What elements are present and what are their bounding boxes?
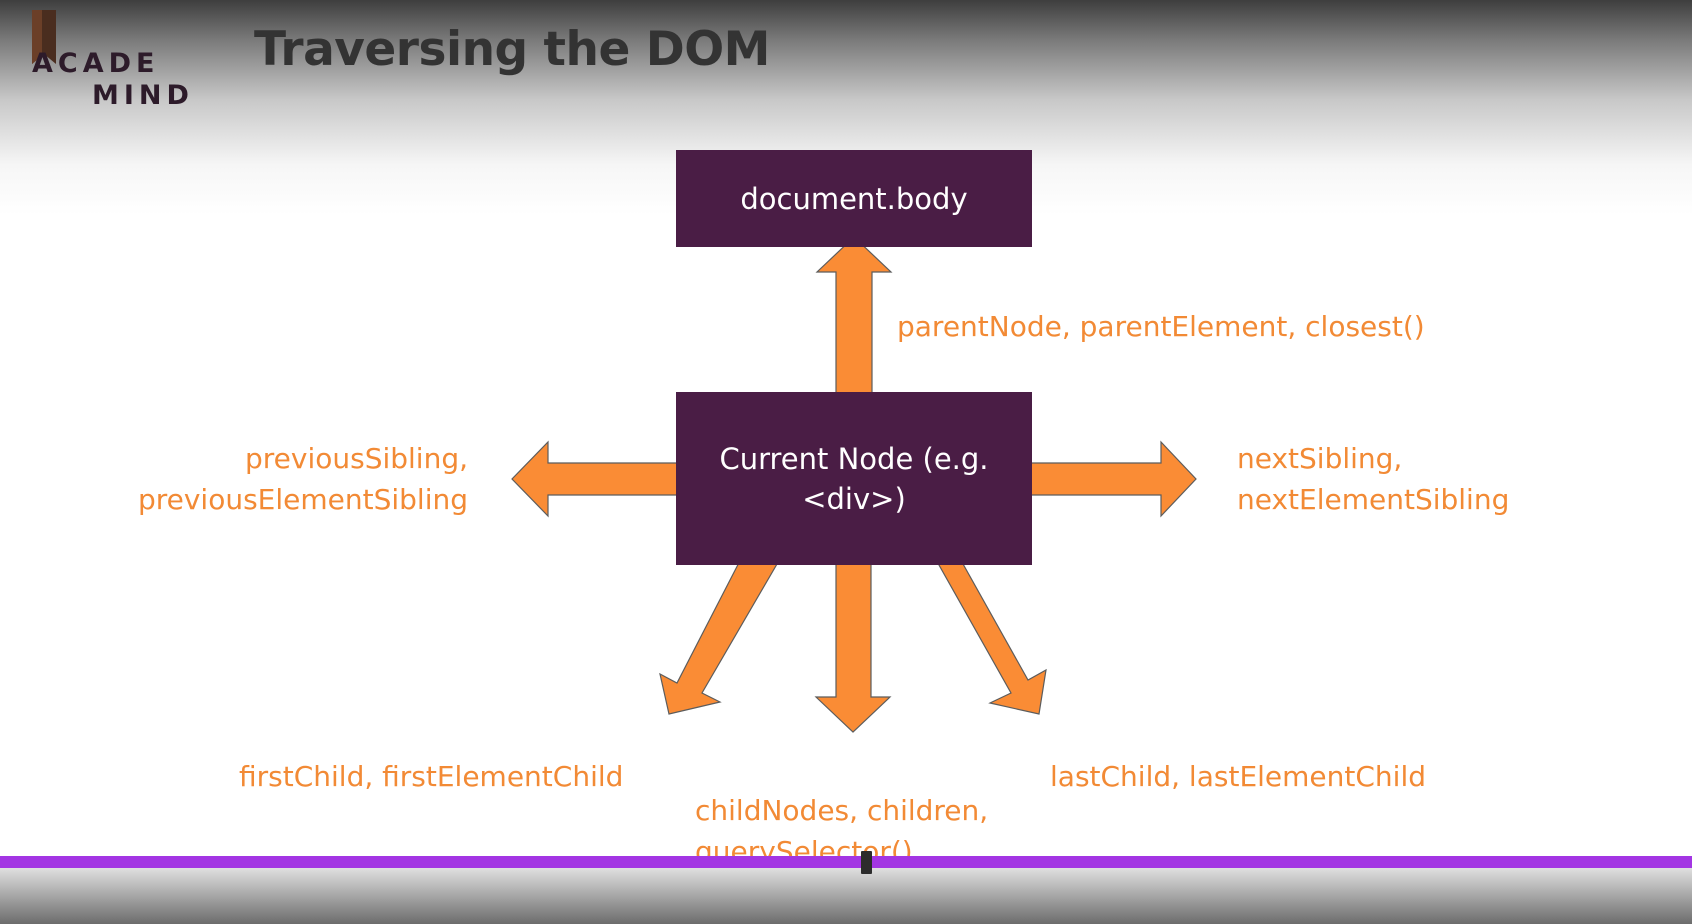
- document-body-node: document.body: [676, 150, 1032, 247]
- arrow-diag-first-child: [659, 548, 778, 715]
- previous-sibling-line2: previousElementSibling: [137, 483, 468, 516]
- player-controls-fade: [0, 865, 1692, 924]
- bookmark-icon: [32, 10, 56, 64]
- video-progress-bar[interactable]: [0, 856, 1692, 868]
- previous-sibling-label: previousSibling, previousElementSibling: [138, 438, 468, 520]
- arrow-right-next: [1014, 440, 1197, 518]
- first-child-label: firstChild, firstElementChild: [239, 760, 624, 793]
- current-node: Current Node (e.g. <div>): [676, 392, 1032, 565]
- next-sibling-line1: nextSibling,: [1237, 442, 1403, 475]
- academind-logo: ACADE MIND: [28, 8, 198, 111]
- progress-scrub-handle[interactable]: [861, 851, 872, 874]
- previous-sibling-line1: previousSibling,: [244, 442, 468, 475]
- children-line1: childNodes, children,: [695, 794, 989, 827]
- slide-title: Traversing the DOM: [254, 22, 770, 77]
- logo-text-line1: ACADE: [32, 48, 160, 79]
- arrow-diag-last-child: [928, 547, 1047, 715]
- arrow-up-parent: [815, 236, 893, 406]
- next-sibling-line2: nextElementSibling: [1237, 483, 1510, 516]
- logo-text-line2: MIND: [92, 80, 194, 111]
- next-sibling-label: nextSibling, nextElementSibling: [1237, 438, 1509, 520]
- parent-label: parentNode, parentElement, closest(): [897, 310, 1425, 343]
- current-node-line2: <div>): [802, 481, 906, 516]
- arrow-left-prev: [511, 440, 693, 518]
- current-node-line1: Current Node (e.g.: [719, 441, 989, 476]
- arrow-down-children: [814, 546, 892, 733]
- last-child-label: lastChild, lastElementChild: [1050, 760, 1426, 793]
